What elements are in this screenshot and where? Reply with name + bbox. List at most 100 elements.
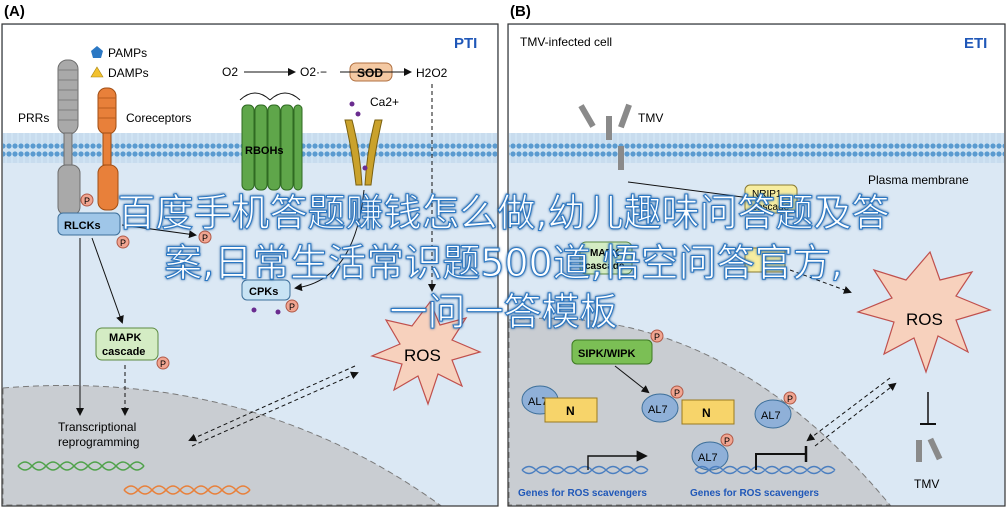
al7-to-ros-dashed xyxy=(814,382,897,447)
prrs-label: PRRs xyxy=(18,111,49,125)
panel-b: (B) TMV-infected cell ETI TMV Plasma mem… xyxy=(507,3,1006,507)
ros-burst-a xyxy=(370,300,482,406)
coreceptor xyxy=(97,87,119,211)
damps-icon xyxy=(90,66,104,78)
rlcks-phospho-2 xyxy=(116,235,130,249)
mapk-a-phospho xyxy=(156,356,170,370)
tmv-bottom-label: TMV xyxy=(914,477,939,491)
cpks-phospho xyxy=(285,299,299,313)
dna-orange xyxy=(123,485,251,495)
ca-ion-3 xyxy=(362,165,368,171)
al7-3-phospho xyxy=(783,391,797,405)
tmv-label: TMV xyxy=(638,111,663,125)
transcription-line1: Transcriptional xyxy=(58,420,136,434)
sipk-box xyxy=(571,339,653,365)
rlcks-box xyxy=(57,212,121,236)
promoter-arrow-1 xyxy=(587,450,648,470)
n-box-1 xyxy=(544,397,598,423)
mapk-b-line2: cascade xyxy=(585,261,625,272)
al7-label-2: AL7 xyxy=(648,404,668,416)
al7-4-phospho xyxy=(720,433,734,447)
al7-node-2 xyxy=(641,393,679,423)
al7-label-1: AL7 xyxy=(528,396,548,408)
ca-label: Ca2+ xyxy=(370,95,399,109)
o2-radical-label: O2·− xyxy=(300,65,327,79)
mapk-box-b xyxy=(579,241,633,275)
panel-a: (A) PTI PAMPs DAMPs PRRs Coreceptors xyxy=(1,3,499,507)
ros-to-al7-dashed xyxy=(806,377,891,442)
n-box-2 xyxy=(681,399,735,425)
panel-b-label: (B) xyxy=(510,3,531,20)
genes-label-1: Genes for ROS scavengers xyxy=(518,488,647,499)
cpks-label: CPKs xyxy=(249,286,278,298)
rboh-loop-arrows xyxy=(239,92,301,101)
n-box-top xyxy=(744,247,786,273)
al7-2-phospho-label: P xyxy=(674,388,680,398)
mapk-box-a xyxy=(95,327,159,361)
panel-b-header: TMV-infected cell xyxy=(520,35,612,49)
rlcks-phospho-1-label: P xyxy=(84,196,90,206)
prr-receptor xyxy=(57,59,81,216)
tmv-particles xyxy=(578,103,632,170)
nrip1-line2: cascade xyxy=(752,202,790,213)
calcium-channel xyxy=(344,119,383,186)
h2o2-label: H2O2 xyxy=(416,66,448,80)
dna-green xyxy=(17,461,145,471)
tmv-rod-b2 xyxy=(927,437,943,461)
ros-to-transcription-dashed-1 xyxy=(188,365,356,442)
rlcks-to-mapk-arrow xyxy=(91,237,124,324)
al7-3-phospho-label: P xyxy=(787,394,793,404)
sipk-label: SIPK/WIPK xyxy=(578,348,636,360)
al7-2-phospho xyxy=(670,385,684,399)
transcription-to-ros-dashed-2 xyxy=(191,371,359,447)
ca-ion-2 xyxy=(355,111,361,117)
coreceptors-label: Coreceptors xyxy=(126,111,191,125)
tmv-rod-b1 xyxy=(916,440,922,462)
rbohs-label: RBOHs xyxy=(245,145,284,157)
tmv-pointer-line xyxy=(627,181,751,199)
panel-b-outside xyxy=(509,25,1004,133)
legend-damps: DAMPs xyxy=(108,66,149,80)
ca-to-cpks-arrow xyxy=(294,189,365,292)
rlcks-to-rboh-arrow xyxy=(121,224,197,239)
al7-node-3 xyxy=(754,399,792,429)
cpks-ca-1 xyxy=(251,307,257,313)
dna-blue-1 xyxy=(521,465,649,475)
genes-label-2: Genes for ROS scavengers xyxy=(690,488,819,499)
rboh-phospho xyxy=(198,230,212,244)
ca-ion-1 xyxy=(349,101,355,107)
panel-b-title: ETI xyxy=(964,35,987,52)
plasma-membrane-label: Plasma membrane xyxy=(868,173,969,187)
cpks-box xyxy=(241,279,291,301)
nrip-to-ros-dashed xyxy=(789,269,852,294)
ros-burst-b xyxy=(856,250,992,374)
promoter-blocked-2 xyxy=(755,453,805,470)
mapk-a-line2: cascade xyxy=(102,346,145,358)
o2-label: O2 xyxy=(222,65,238,79)
n-label-1: N xyxy=(566,404,575,418)
rboh-complex xyxy=(241,104,303,191)
sipk-phospho xyxy=(650,329,664,343)
al7-4-phospho-label: P xyxy=(724,436,730,446)
cpks-phospho-label: P xyxy=(289,302,295,312)
legend-pamps: PAMPs xyxy=(108,46,147,60)
rboh-phospho-label: P xyxy=(202,233,208,243)
cpks-ca-2 xyxy=(275,309,281,315)
transcription-line2: reprogramming xyxy=(58,435,139,449)
pamps-icon xyxy=(91,46,103,58)
mapk-a-phospho-label: P xyxy=(160,359,166,369)
nrip1-box xyxy=(744,184,798,214)
rlcks-label: RLCKs xyxy=(64,220,101,232)
dna-blue-2 xyxy=(694,465,836,475)
panel-a-title: PTI xyxy=(454,35,477,52)
sipk-to-al7-arrow xyxy=(614,365,650,394)
nrip1-line1: NRIP1 xyxy=(752,189,782,200)
sod-label: SOD xyxy=(357,66,383,80)
panel-a-nucleus xyxy=(2,384,442,506)
rlcks-phospho-2-label: P xyxy=(120,238,126,248)
n-label-2: N xyxy=(702,406,711,420)
ros-label-a: ROS xyxy=(404,346,441,365)
al7-label-4: AL7 xyxy=(698,452,718,464)
mapk-a-line1: MAPK xyxy=(109,332,141,344)
